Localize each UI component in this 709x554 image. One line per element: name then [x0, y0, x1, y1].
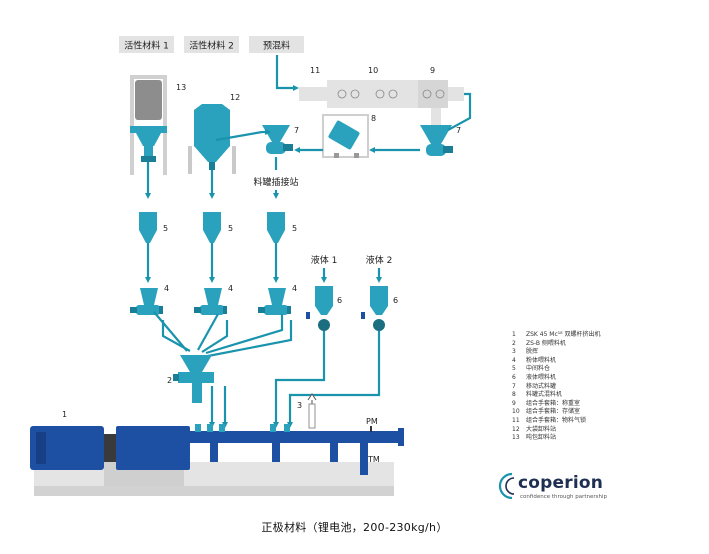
svg-text:预混料: 预混料	[263, 40, 290, 52]
svg-text:4: 4	[164, 284, 169, 293]
side-feeder	[173, 355, 214, 403]
bulk-bag-silo	[188, 104, 236, 174]
mobile-container-left	[262, 125, 293, 154]
intermediate-hopper-3	[267, 212, 285, 243]
svg-text:活性材料 1: 活性材料 1	[124, 40, 169, 52]
svg-text:13: 13	[176, 83, 186, 92]
svg-text:5: 5	[163, 224, 168, 233]
pipes-liquid-in	[321, 268, 382, 283]
svg-text:11: 11	[310, 66, 320, 75]
powder-feeder-1	[130, 288, 163, 315]
svg-text:料罐插接站: 料罐插接站	[253, 176, 298, 188]
pipes-hopper-to-feeder	[145, 243, 279, 283]
svg-text:7: 7	[294, 126, 299, 135]
header-active-material-2: 活性材料 2	[184, 36, 239, 53]
svg-text:6: 6	[337, 296, 342, 305]
svg-text:活性材料 2: 活性材料 2	[189, 40, 234, 52]
svg-text:液体 2: 液体 2	[366, 254, 393, 266]
liquid-feeder-2	[361, 286, 388, 331]
powder-feeder-3	[258, 288, 291, 315]
logo-arc-icon	[498, 472, 515, 500]
glove-box	[299, 80, 464, 108]
svg-text:10: 10	[368, 66, 378, 75]
svg-text:9: 9	[430, 66, 435, 75]
powder-feeder-2	[194, 288, 227, 315]
pipes-liquid-to-extruder	[209, 331, 381, 428]
container-mixer	[322, 114, 369, 158]
svg-text:2: 2	[167, 376, 172, 385]
liquid-feeder-1	[306, 286, 333, 331]
diagram-caption: 正极材料（锂电池，200-230kg/h）	[261, 521, 448, 534]
pipes-upper	[145, 55, 472, 199]
header-premix: 预混料	[249, 36, 304, 53]
svg-text:液体 1: 液体 1	[311, 254, 338, 266]
pipes-to-side-feeder	[153, 311, 293, 358]
header-active-material-1: 活性材料 1	[119, 36, 174, 53]
coperion-logo: coperion confidence through partnership	[498, 472, 628, 508]
svg-text:6: 6	[393, 296, 398, 305]
mobile-container-right	[420, 108, 453, 156]
logo-tagline: confidence through partnership	[520, 494, 607, 500]
intermediate-hopper-2	[203, 212, 221, 243]
svg-text:8: 8	[371, 114, 376, 123]
svg-text:1: 1	[62, 410, 67, 419]
svg-text:TM: TM	[367, 455, 380, 464]
svg-text:7: 7	[456, 126, 461, 135]
svg-text:12: 12	[230, 93, 240, 102]
logo-wordmark: coperion	[518, 473, 604, 493]
svg-text:4: 4	[292, 284, 297, 293]
svg-text:5: 5	[228, 224, 233, 233]
svg-text:5: 5	[292, 224, 297, 233]
intermediate-hopper-1	[139, 212, 157, 243]
twin-screw-extruder	[30, 424, 404, 496]
svg-text:4: 4	[228, 284, 233, 293]
svg-text:PM: PM	[366, 417, 378, 426]
svg-text:3: 3	[297, 401, 302, 410]
big-bag-unloading-station	[130, 75, 167, 175]
vent	[307, 393, 317, 429]
